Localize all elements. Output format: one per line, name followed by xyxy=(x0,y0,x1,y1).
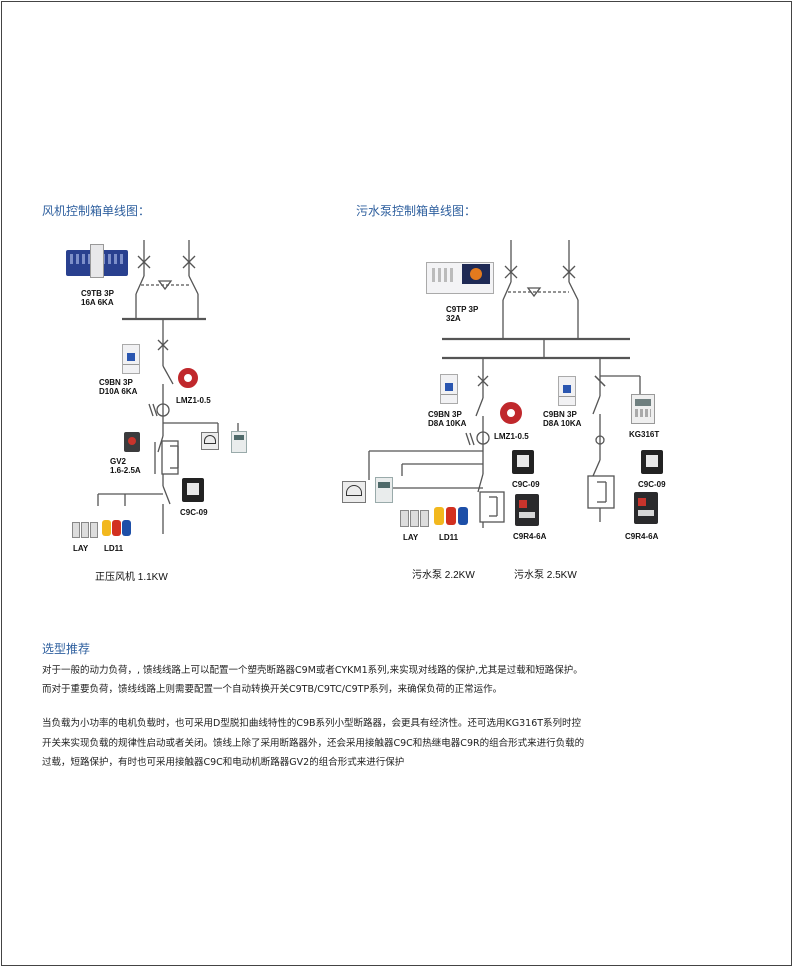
contactor-icon xyxy=(641,450,663,474)
thermal-relay-icon xyxy=(515,494,539,526)
pump-contactor2-label: C9C-09 xyxy=(638,480,666,489)
fan-ats-label-line1: C9TB 3P xyxy=(81,289,114,298)
fan-lay-label: LAY xyxy=(73,544,89,553)
paragraph-1-line-1: 对于一般的动力负荷，, 馈线线路上可以配置一个塑壳断路器C9M或者CYKM1系列… xyxy=(42,665,583,676)
pump-caption-2: 污水泵 2.5KW xyxy=(514,570,577,581)
ats-switch-icon xyxy=(66,242,128,278)
pump-relay1-label: C9R4-6A xyxy=(513,532,547,541)
fan-caption: 正压风机 1.1KW xyxy=(95,572,168,583)
contactor-icon xyxy=(512,450,534,474)
pump-wiring xyxy=(368,240,641,528)
pump-ct-label: LMZ1-0.5 xyxy=(494,432,529,441)
pilot-lamp-icon xyxy=(400,504,470,528)
fan-ld11-label: LD11 xyxy=(104,544,124,553)
energy-meter-icon xyxy=(375,477,393,503)
pump-diagram-title: 污水泵控制箱单线图： xyxy=(356,204,477,218)
fan-breaker-label-line2: D10A 6KA xyxy=(99,387,138,396)
fan-contactor-label: C9C-09 xyxy=(180,508,208,517)
ammeter-icon xyxy=(342,481,366,503)
pump-ats-label-line2: 32A xyxy=(446,314,461,323)
fan-wiring xyxy=(97,240,239,534)
fan-breaker-label-line1: C9BN 3P xyxy=(99,378,133,387)
gv2-breaker-icon xyxy=(124,432,140,452)
pump-lay-label: LAY xyxy=(403,533,419,542)
pump-breaker1-label-line2: D8A 10KA xyxy=(428,419,467,428)
paragraph-2-line-1: 当负载为小功率的电机负载时，也可采用D型脱扣曲线特性的C9B系列小型断路器，会更… xyxy=(42,718,582,729)
timer-switch-icon xyxy=(631,394,655,424)
paragraph-2-line-3: 过载，短路保护，有时也可采用接触器C9C和电动机断路器GV2的组合形式来进行保护 xyxy=(42,757,405,768)
thermal-relay-icon xyxy=(634,492,658,524)
fan-gv2-label-line1: GV2 xyxy=(110,457,127,466)
fan-diagram-title: 风机控制箱单线图： xyxy=(42,204,151,218)
fan-gv2-label-line2: 1.6-2.5A xyxy=(110,466,141,475)
energy-meter-icon xyxy=(231,431,247,453)
mcb-icon xyxy=(122,344,140,374)
pump-breaker2-label-line2: D8A 10KA xyxy=(543,419,582,428)
pump-timer-label: KG316T xyxy=(629,430,660,439)
mcb-icon xyxy=(558,376,576,406)
contactor-icon xyxy=(182,478,204,502)
mcb-icon xyxy=(440,374,458,404)
pump-breaker2-label-line1: C9BN 3P xyxy=(543,410,577,419)
single-line-diagrams xyxy=(97,240,641,534)
pump-breaker1-label-line1: C9BN 3P xyxy=(428,410,462,419)
pump-ats-label-line1: C9TP 3P xyxy=(446,305,479,314)
paragraph-2-line-2: 开关来实现负载的规律性启动或者关闭。馈线上除了采用断路器外，还会采用接触器C9C… xyxy=(42,738,585,749)
ct-icon xyxy=(500,402,522,424)
pump-relay2-label: C9R4-6A xyxy=(625,532,659,541)
fan-ats-label-line2: 16A 6KA xyxy=(81,298,114,307)
paragraph-1-line-2: 而对于重要负荷，馈线线路上则需要配置一个自动转换开关C9TB/C9TC/C9TP… xyxy=(42,684,503,695)
section-heading: 选型推荐 xyxy=(42,642,91,656)
ct-icon xyxy=(178,368,198,388)
ats-switch-icon xyxy=(426,258,494,296)
pump-contactor1-label: C9C-09 xyxy=(512,480,540,489)
pilot-lamp-icon xyxy=(72,517,132,539)
pump-ld11-label: LD11 xyxy=(439,533,459,542)
pump-caption-1: 污水泵 2.2KW xyxy=(412,570,475,581)
ammeter-icon xyxy=(201,432,219,450)
fan-ct-label: LMZ1-0.5 xyxy=(176,396,211,405)
